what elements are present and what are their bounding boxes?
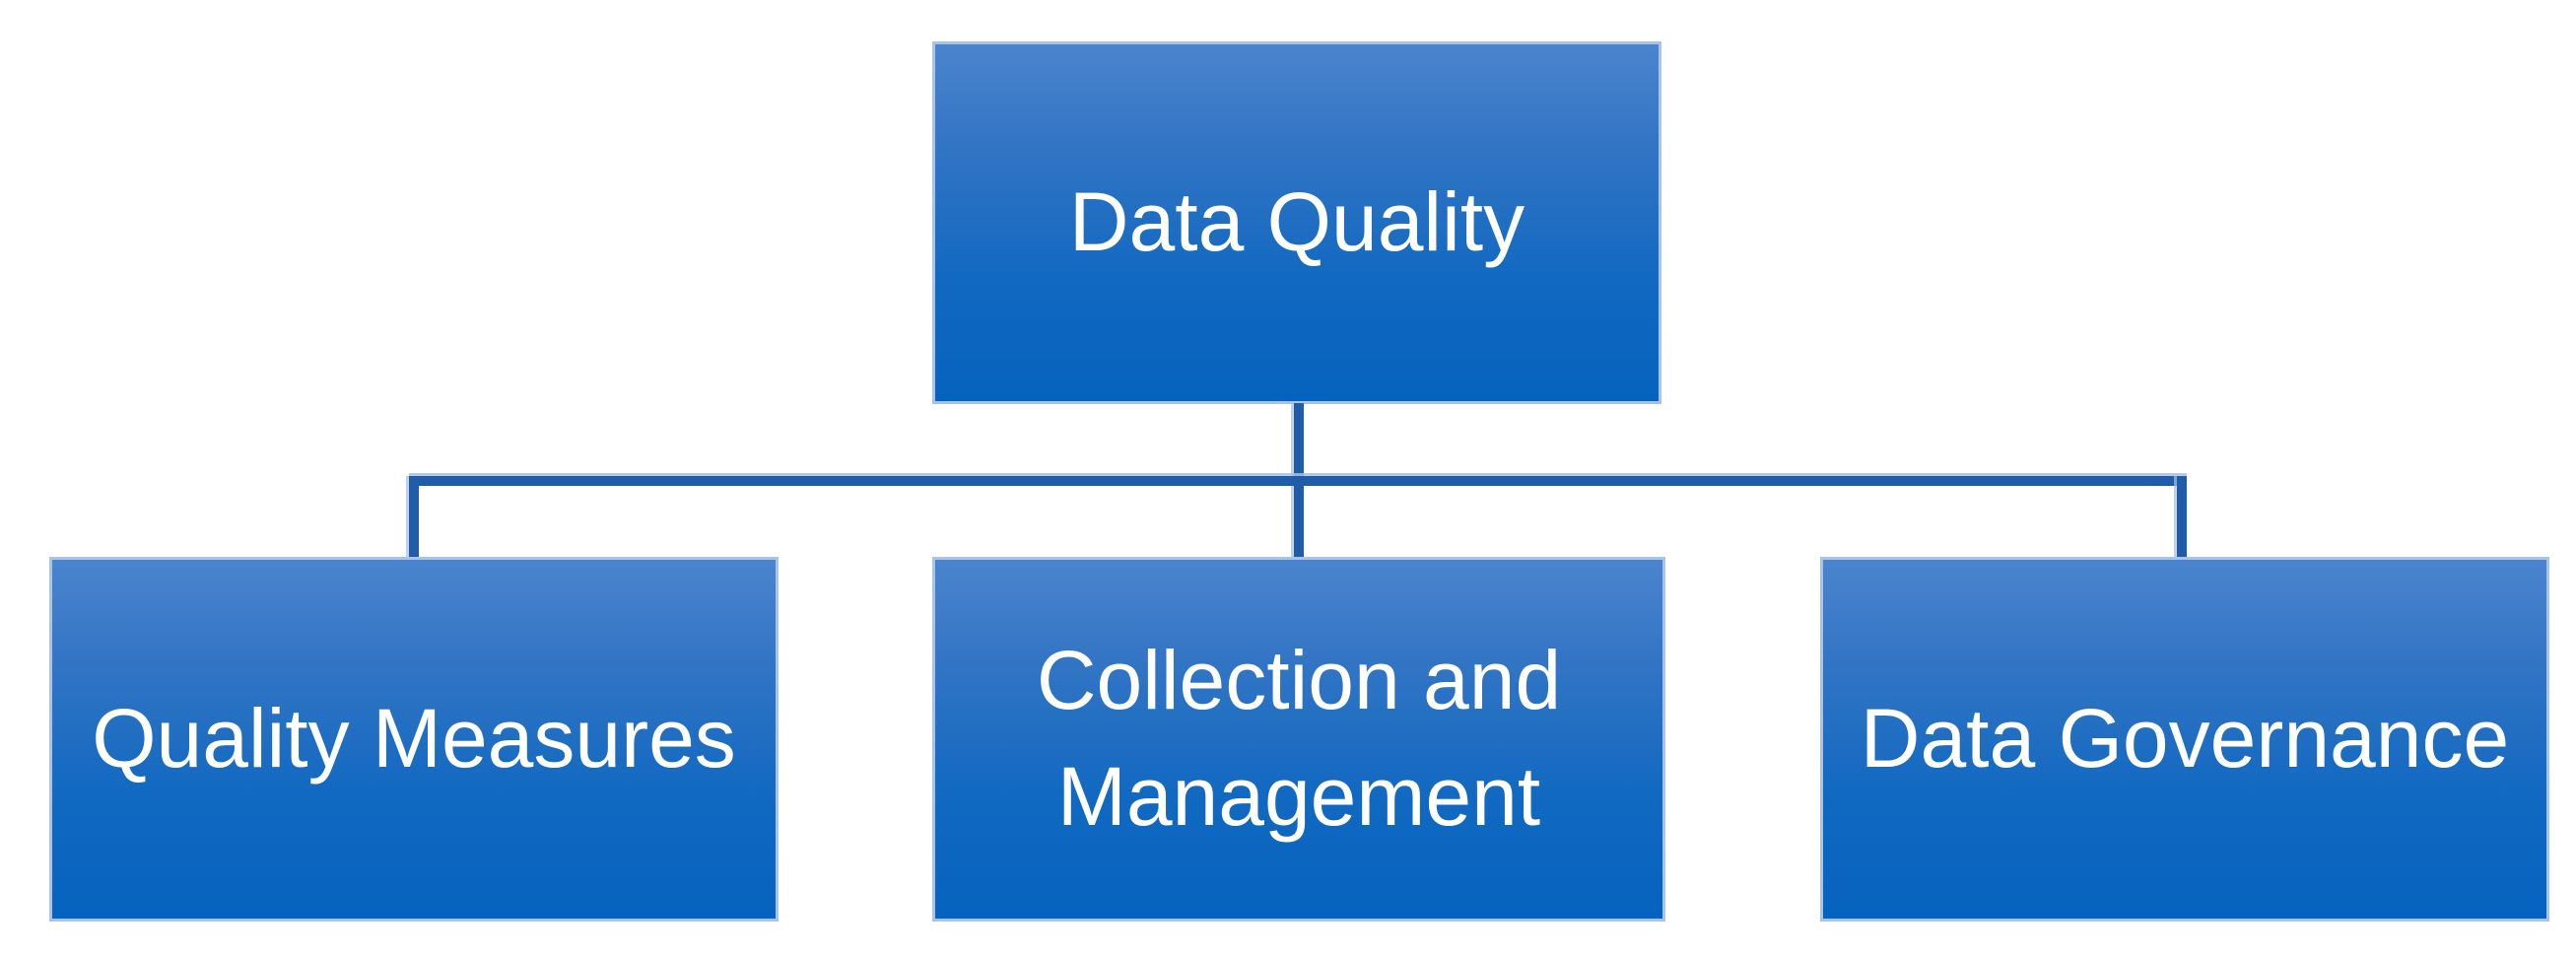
connector-drop-data-governance [2177,476,2187,560]
node-data-quality: Data Quality [932,41,1661,404]
node-quality-measures-label: Quality Measures [92,692,736,786]
node-quality-measures: Quality Measures [49,557,779,922]
node-data-governance: Data Governance [1820,557,2549,922]
node-collection-and-management: Collection and Management [932,557,1665,922]
connector-horizontal-bar [409,476,2187,486]
node-data-governance-label: Data Governance [1860,692,2510,786]
connector-drop-quality-measures [409,476,419,560]
node-collection-and-management-label: Collection and Management [1036,634,1562,843]
node-data-quality-label: Data Quality [1068,175,1525,269]
